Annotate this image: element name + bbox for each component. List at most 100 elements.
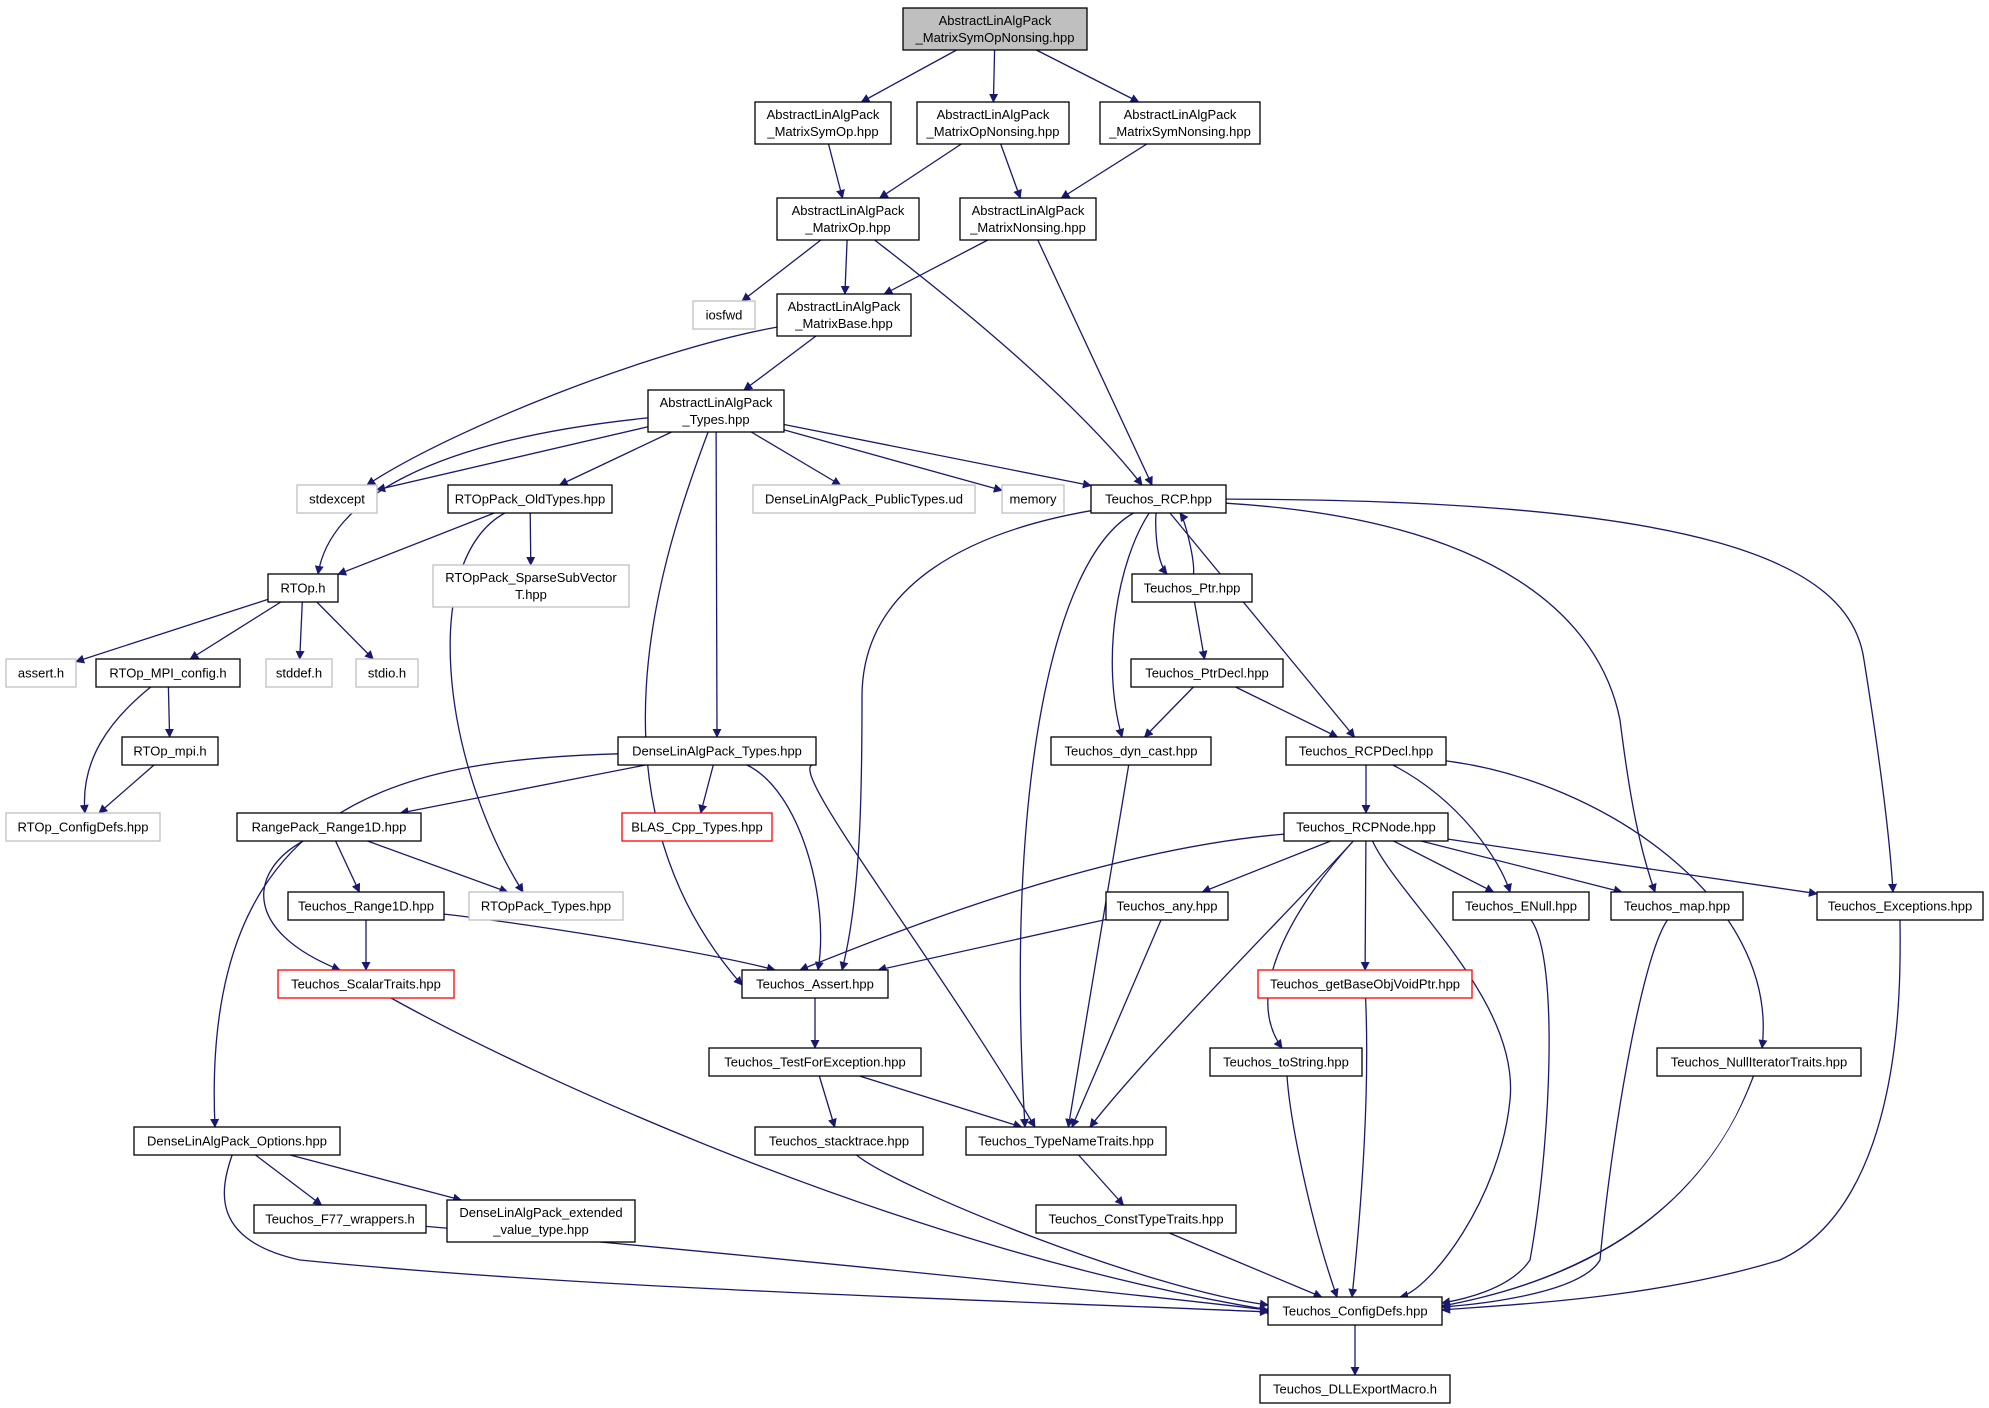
node-rcpdecl[interactable]: Teuchos_RCPDecl.hpp xyxy=(1285,736,1447,766)
node-options[interactable]: DenseLinAlgPack_Options.hpp xyxy=(133,1126,341,1156)
edge-rcp-to-tassert xyxy=(839,510,1092,971)
node-box xyxy=(121,736,219,766)
edge-rcpdecl-to-enull xyxy=(1392,764,1512,893)
edge-types-to-memory xyxy=(783,429,1003,493)
node-box xyxy=(621,812,773,842)
edge-rtoph-to-stdio xyxy=(316,601,374,660)
node-any[interactable]: Teuchos_any.hpp xyxy=(1105,891,1229,921)
node-rtoph[interactable]: RTOp.h xyxy=(267,573,339,603)
node-box xyxy=(1257,969,1473,999)
edge-dlatypes-to-range1d xyxy=(399,764,646,816)
node-box xyxy=(1656,1047,1862,1077)
node-label: RTOpPack_OldTypes.hpp xyxy=(455,492,606,507)
node-label: stdio.h xyxy=(368,666,406,681)
node-ptrdecl[interactable]: Teuchos_PtrDecl.hpp xyxy=(1130,658,1284,688)
node-box xyxy=(133,1126,341,1156)
node-matrixnonsing[interactable]: AbstractLinAlgPack _MatrixNonsing.hpp xyxy=(959,197,1097,241)
edge-rcpnode-to-exceptions xyxy=(1447,838,1818,897)
node-box xyxy=(5,812,161,842)
edge-tostring-to-configdefs xyxy=(1286,1075,1339,1298)
node-label: _MatrixSymOp.hpp xyxy=(766,124,878,139)
node-label: Teuchos_NullIteratorTraits.hpp xyxy=(1671,1055,1848,1070)
node-testforexc[interactable]: Teuchos_TestForException.hpp xyxy=(708,1047,922,1077)
node-mpiconfig[interactable]: RTOp_MPI_config.h xyxy=(95,658,241,688)
node-label: _MatrixNonsing.hpp xyxy=(969,220,1086,235)
node-label: Teuchos_stacktrace.hpp xyxy=(769,1134,909,1149)
node-label: Teuchos_PtrDecl.hpp xyxy=(1145,666,1269,681)
node-enull[interactable]: Teuchos_ENull.hpp xyxy=(1452,891,1590,921)
node-box xyxy=(617,736,817,766)
node-dyncast[interactable]: Teuchos_dyn_cast.hpp xyxy=(1050,736,1212,766)
edge-any-to-typename xyxy=(1071,919,1162,1128)
edge-oldtypes-to-rtoptypes xyxy=(449,512,524,893)
node-exceptions[interactable]: Teuchos_Exceptions.hpp xyxy=(1816,891,1984,921)
node-getbase[interactable]: Teuchos_getBaseObjVoidPtr.hpp xyxy=(1257,969,1473,999)
node-label: Teuchos_Exceptions.hpp xyxy=(1828,899,1973,914)
node-asserth: assert.h xyxy=(5,658,77,688)
node-opnonsing[interactable]: AbstractLinAlgPack_MatrixOpNonsing.hpp xyxy=(916,101,1070,145)
node-map[interactable]: Teuchos_map.hpp xyxy=(1610,891,1744,921)
edge-rcpnode-to-tostring xyxy=(1267,840,1354,1049)
edge-scalartraits-to-configdefs xyxy=(390,997,1276,1315)
node-box xyxy=(95,658,241,688)
node-iosfwd: iosfwd xyxy=(692,300,756,330)
node-label: AbstractLinAlgPack xyxy=(767,107,880,122)
node-tassert[interactable]: Teuchos_Assert.hpp xyxy=(741,969,889,999)
node-label: Teuchos_ENull.hpp xyxy=(1465,899,1577,914)
node-stacktrace[interactable]: Teuchos_stacktrace.hpp xyxy=(754,1126,924,1156)
node-mpih[interactable]: RTOp_mpi.h xyxy=(121,736,219,766)
node-trange1d[interactable]: Teuchos_Range1D.hpp xyxy=(287,891,445,921)
node-box xyxy=(754,101,892,145)
edge-ptrdecl-to-dyncast xyxy=(1143,686,1194,738)
node-symnonsing[interactable]: AbstractLinAlgPack_MatrixSymNonsing.hpp xyxy=(1099,101,1261,145)
node-dlatypes[interactable]: DenseLinAlgPack_Types.hpp xyxy=(617,736,817,766)
node-label: Teuchos_getBaseObjVoidPtr.hpp xyxy=(1270,977,1460,992)
node-box xyxy=(432,564,630,608)
edge-rcp-to-ptr xyxy=(1155,512,1168,575)
edge-types-to-oldtypes xyxy=(558,431,672,486)
node-f77[interactable]: Teuchos_F77_wrappers.h xyxy=(253,1204,427,1234)
edge-mpiconfig-to-mpih xyxy=(164,686,174,738)
node-root[interactable]: AbstractLinAlgPack_MatrixSymOpNonsing.hp… xyxy=(902,7,1088,51)
node-types[interactable]: AbstractLinAlgPack_Types.hpp xyxy=(647,389,785,433)
node-blas[interactable]: BLAS_Cpp_Types.hpp xyxy=(621,812,773,842)
node-matrixbase[interactable]: AbstractLinAlgPack_MatrixBase.hpp xyxy=(776,293,912,337)
edge-mpih-to-rtopconfig xyxy=(98,764,155,814)
node-rcpnode[interactable]: Teuchos_RCPNode.hpp xyxy=(1283,812,1449,842)
node-box xyxy=(468,891,624,921)
node-ptr[interactable]: Teuchos_Ptr.hpp xyxy=(1131,573,1253,603)
node-label: Teuchos_F77_wrappers.h xyxy=(265,1212,415,1227)
node-label: Teuchos_RCPDecl.hpp xyxy=(1299,744,1433,759)
node-label: Teuchos_RCPNode.hpp xyxy=(1296,820,1435,835)
edge-types-to-tassert xyxy=(644,431,743,986)
node-extended[interactable]: DenseLinAlgPack_extended _value_type.hpp xyxy=(446,1199,636,1243)
node-configdefs[interactable]: Teuchos_ConfigDefs.hpp xyxy=(1267,1296,1443,1326)
node-nulliter[interactable]: Teuchos_NullIteratorTraits.hpp xyxy=(1656,1047,1862,1077)
edge-dlatypes-to-tassert xyxy=(746,764,824,971)
edge-matrixnonsing-to-matrixbase xyxy=(883,239,989,295)
edge-rcpdecl-to-nulliter xyxy=(1445,760,1768,1049)
node-box xyxy=(741,969,889,999)
edge-types-to-rcp xyxy=(783,423,1092,489)
node-dllexport[interactable]: Teuchos_DLLExportMacro.h xyxy=(1259,1374,1451,1404)
node-tostring[interactable]: Teuchos_toString.hpp xyxy=(1209,1047,1363,1077)
node-consttype[interactable]: Teuchos_ConstTypeTraits.hpp xyxy=(1035,1204,1237,1234)
node-oldtypes[interactable]: RTOpPack_OldTypes.hpp xyxy=(447,484,613,514)
node-label: AbstractLinAlgPack xyxy=(792,203,905,218)
node-box xyxy=(1099,101,1261,145)
node-label: DenseLinAlgPack_extended xyxy=(459,1205,622,1220)
node-scalartraits[interactable]: Teuchos_ScalarTraits.hpp xyxy=(277,969,455,999)
node-label: RTOp_ConfigDefs.hpp xyxy=(17,820,148,835)
node-box xyxy=(1050,736,1212,766)
node-label: AbstractLinAlgPack xyxy=(972,203,1085,218)
node-matrixop[interactable]: AbstractLinAlgPack_MatrixOp.hpp xyxy=(776,197,920,241)
node-symop[interactable]: AbstractLinAlgPack _MatrixSymOp.hpp xyxy=(754,101,892,145)
node-label: _value_type.hpp xyxy=(492,1222,588,1237)
edge-rcpnode-to-any xyxy=(1201,840,1331,894)
node-publictypes: DenseLinAlgPack_PublicTypes.ud xyxy=(752,484,976,514)
node-box xyxy=(1001,484,1065,514)
node-label: AbstractLinAlgPack xyxy=(939,13,1052,28)
node-rcp[interactable]: Teuchos_RCP.hpp xyxy=(1090,484,1227,514)
node-range1d[interactable]: RangePack_Range1D.hpp xyxy=(236,812,422,842)
node-typename[interactable]: Teuchos_TypeNameTraits.hpp xyxy=(965,1126,1167,1156)
